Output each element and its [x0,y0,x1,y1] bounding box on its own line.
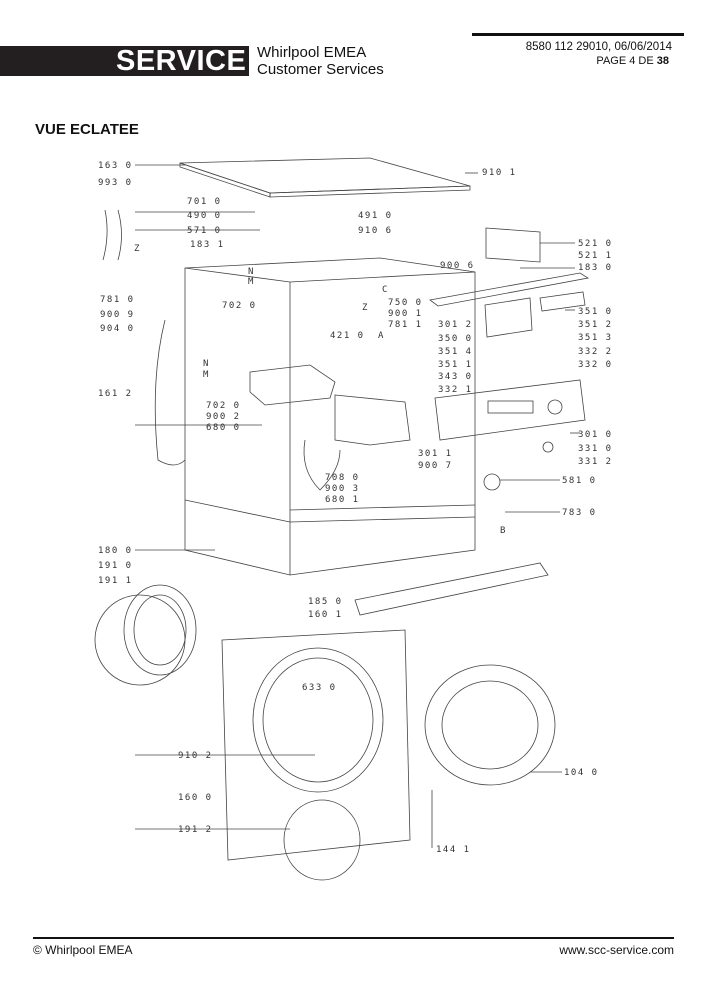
callout-right: 900 7 [418,461,453,471]
callout-right: 144 1 [436,845,471,855]
position-letter: M [248,277,255,287]
callout-right: 331 2 [578,457,613,467]
callout-left: 191 2 [178,825,213,835]
callout-right: 910 1 [482,168,517,178]
callout-left: 633 0 [302,683,337,693]
callout-right: 750 0 [388,298,423,308]
callout-right: 581 0 [562,476,597,486]
exploded-view-diagram: 163 0 993 0 701 0 490 0 571 0 183 1 781 … [94,157,613,881]
callout-left: 910 2 [178,751,213,761]
position-letter: A [378,331,385,341]
page-title: VUE ECLATEE [35,121,139,138]
callout-left: 680 1 [325,495,360,505]
callout-right: 350 0 [438,334,473,344]
callout-left: 904 0 [100,324,135,334]
callout-right: 331 0 [578,444,613,454]
position-letter: Z [362,303,369,313]
position-letter: C [382,285,389,295]
callout-right: 332 2 [578,347,613,357]
callout-right: 301 1 [418,449,453,459]
document-reference: 8580 112 29010, 06/06/2014 [525,41,672,53]
page-indicator: PAGE 4 DE 38 [596,54,669,68]
callout-right: 351 0 [578,307,613,317]
callout-left: 163 0 [98,161,133,171]
callout-left: 900 3 [325,484,360,494]
brand-line-2: Customer Services [257,61,384,78]
callout-left: 702 0 [206,401,241,411]
callout-right: 491 0 [358,211,393,221]
position-letter: N [203,359,210,369]
brand-line-1: Whirlpool EMEA [257,44,367,61]
position-letter: M [203,370,210,380]
callout-right: 521 0 [578,239,613,249]
callout-left: 183 1 [190,240,225,250]
footer-rule [33,937,674,939]
callout-right: 351 2 [578,320,613,330]
callout-right: 781 1 [388,320,423,330]
callout-right: 301 2 [438,320,473,330]
position-letter: N [248,267,255,277]
callout-left: 185 0 [308,597,343,607]
callout-left: 900 2 [206,412,241,422]
callout-right: 421 0 [330,331,365,341]
position-letter: Z [134,244,141,254]
callout-right: 351 3 [578,333,613,343]
callout-left: 708 0 [325,473,360,483]
callout-right: 910 6 [358,226,393,236]
service-badge [0,46,249,76]
callout-right: 343 0 [438,372,473,382]
callout-left: 191 1 [98,576,133,586]
callout-right: 521 1 [578,251,613,261]
callout-left: 160 0 [178,793,213,803]
header-rule [472,33,684,36]
callout-right: 183 0 [578,263,613,273]
callout-right: 104 0 [564,768,599,778]
service-badge-text: SERVICE [116,45,247,77]
callout-right: 900 1 [388,309,423,319]
callout-left: 900 9 [100,310,135,320]
callout-left: 161 2 [98,389,133,399]
footer-website: www.scc-service.com [559,943,674,957]
page-prefix: PAGE 4 DE [596,55,654,67]
callout-left: 702 0 [222,301,257,311]
callout-left: 993 0 [98,178,133,188]
position-letter: B [500,526,507,536]
footer-copyright: © Whirlpool EMEA [33,943,133,957]
callout-left: 781 0 [100,295,135,305]
callout-left: 571 0 [187,226,222,236]
callout-right: 783 0 [562,508,597,518]
callout-left: 160 1 [308,610,343,620]
callout-left: 191 0 [98,561,133,571]
callout-left: 180 0 [98,546,133,556]
callout-right: 900 6 [440,261,475,271]
callout-left: 701 0 [187,197,222,207]
page-total: 38 [656,55,669,67]
callout-right: 332 1 [438,385,473,395]
callout-right: 351 4 [438,347,473,357]
callout-left: 490 0 [187,211,222,221]
callout-left: 680 0 [206,423,241,433]
callout-right: 301 0 [578,430,613,440]
callout-right: 332 0 [578,360,613,370]
callout-right: 351 1 [438,360,473,370]
